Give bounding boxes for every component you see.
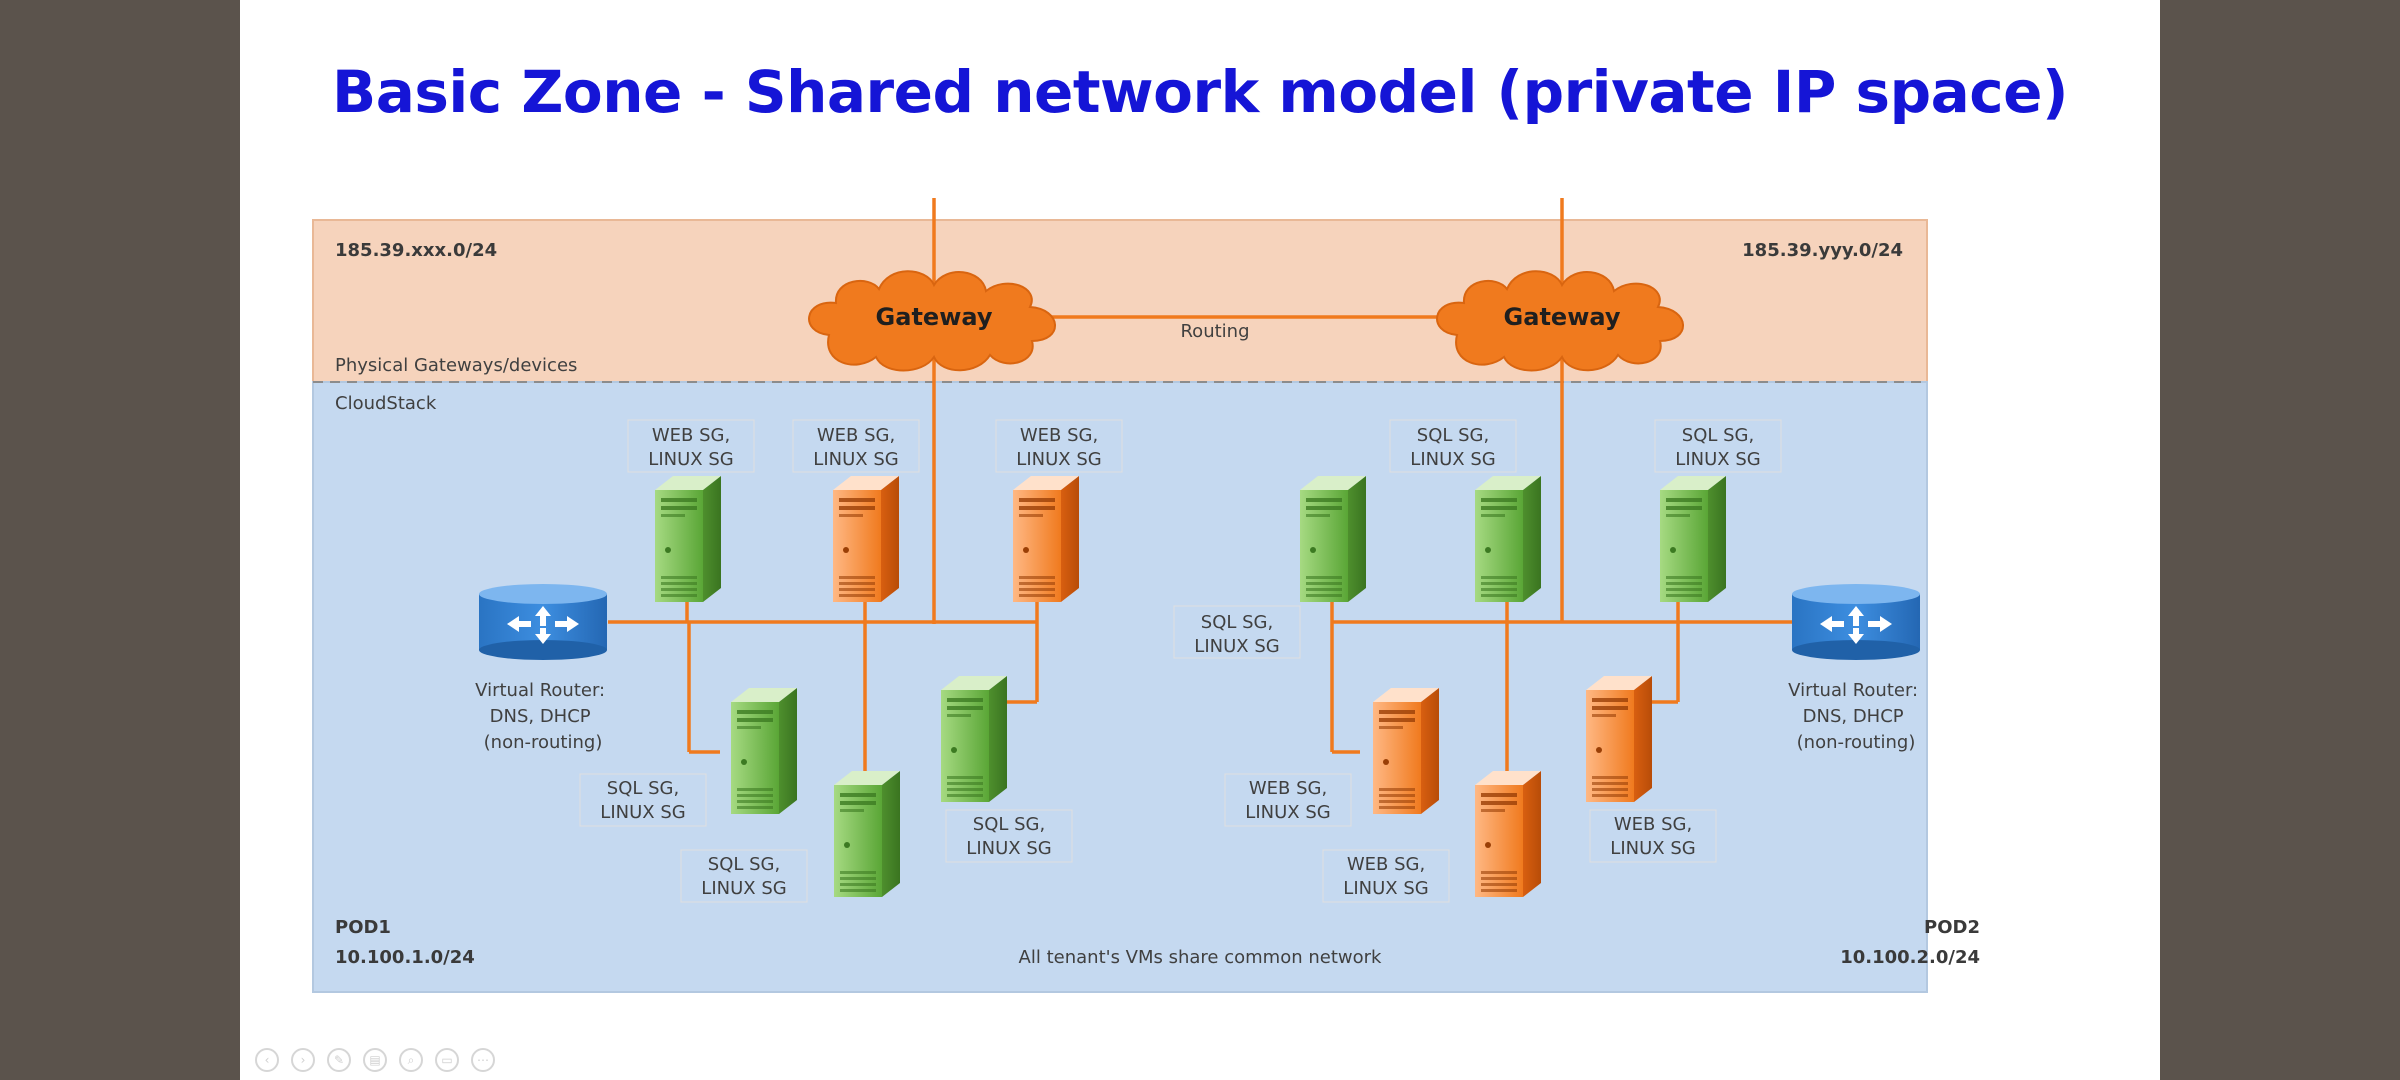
- pod1-sql-server-3-icon: [941, 676, 1007, 802]
- pod2-sql-server-1-icon: [1300, 476, 1366, 602]
- pod2-vm-label: SQL SG,LINUX SG: [1194, 612, 1279, 657]
- gateway-right-label: Gateway: [1504, 303, 1621, 331]
- pod2-vm-label: SQL SG,LINUX SG: [1410, 425, 1495, 470]
- pod1-vm-label: WEB SG,LINUX SG: [1016, 425, 1101, 470]
- pod1-vm-label: WEB SG,LINUX SG: [813, 425, 898, 470]
- cloudstack-label: CloudStack: [335, 393, 437, 414]
- pod1-vm-label: SQL SG,LINUX SG: [600, 778, 685, 823]
- routing-label: Routing: [1180, 321, 1249, 342]
- virtual-router-pod2-label: Virtual Router: DNS, DHCP (non-routing): [1788, 680, 1924, 753]
- previous-icon[interactable]: ‹: [255, 1048, 279, 1072]
- pod2-vm-label: WEB SG,LINUX SG: [1610, 814, 1695, 859]
- pod2-vm-label: WEB SG,LINUX SG: [1245, 778, 1330, 823]
- pod2-subnet: 10.100.2.0/24: [1840, 947, 1980, 968]
- pod2-sql-server-2-icon: [1475, 476, 1541, 602]
- gateway-left-label: Gateway: [876, 303, 993, 331]
- pod1-subnet: 10.100.1.0/24: [335, 947, 475, 968]
- pod2-name: POD2: [1924, 917, 1980, 938]
- network-links: [608, 198, 1792, 775]
- pod1-web-server-3-icon: [1013, 476, 1079, 602]
- virtual-router-pod1-icon: [479, 584, 607, 660]
- pod2-web-server-1-icon: [1373, 688, 1439, 814]
- pod1-vm-label: SQL SG,LINUX SG: [966, 814, 1051, 859]
- network-diagram: 185.39.xxx.0/24 185.39.yyy.0/24 Physical…: [312, 198, 1980, 993]
- pod1-web-server-1-icon: [655, 476, 721, 602]
- shared-network-note: All tenant's VMs share common network: [1019, 947, 1382, 968]
- pod1-vm-label: WEB SG,LINUX SG: [648, 425, 733, 470]
- virtual-router-pod2-icon: [1792, 584, 1920, 660]
- pod1-sql-server-2-icon: [834, 771, 900, 897]
- pod1-web-server-2-icon: [833, 476, 899, 602]
- pod2-vm-label: WEB SG,LINUX SG: [1343, 854, 1428, 899]
- public-subnet-left: 185.39.xxx.0/24: [335, 240, 497, 261]
- pod1-sql-server-1-icon: [731, 688, 797, 814]
- pod1-vm-label: SQL SG,LINUX SG: [701, 854, 786, 899]
- next-icon[interactable]: ›: [291, 1048, 315, 1072]
- public-subnet-right: 185.39.yyy.0/24: [1742, 240, 1903, 261]
- pod2-web-server-3-icon: [1586, 676, 1652, 802]
- pod2-sql-server-3-icon: [1660, 476, 1726, 602]
- subtitle-icon[interactable]: ▭: [435, 1048, 459, 1072]
- slides-icon[interactable]: ▤: [363, 1048, 387, 1072]
- gateway-right-cloud-icon: Gateway: [1436, 270, 1685, 372]
- pod1-name: POD1: [335, 917, 391, 938]
- slideshow-controls: ‹ › ✎ ▤ ⌕ ▭ ⋯: [255, 1048, 495, 1072]
- slide: Basic Zone - Shared network model (priva…: [240, 0, 2160, 1080]
- pod2-vm-label: SQL SG,LINUX SG: [1675, 425, 1760, 470]
- more-icon[interactable]: ⋯: [471, 1048, 495, 1072]
- virtual-router-pod1-label: Virtual Router: DNS, DHCP (non-routing): [475, 680, 611, 753]
- pen-icon[interactable]: ✎: [327, 1048, 351, 1072]
- slide-title: Basic Zone - Shared network model (priva…: [332, 58, 2068, 126]
- pod2-web-server-2-icon: [1475, 771, 1541, 897]
- physical-gateways-label: Physical Gateways/devices: [335, 355, 577, 376]
- gateway-left-cloud-icon: Gateway: [808, 270, 1057, 372]
- zoom-icon[interactable]: ⌕: [399, 1048, 423, 1072]
